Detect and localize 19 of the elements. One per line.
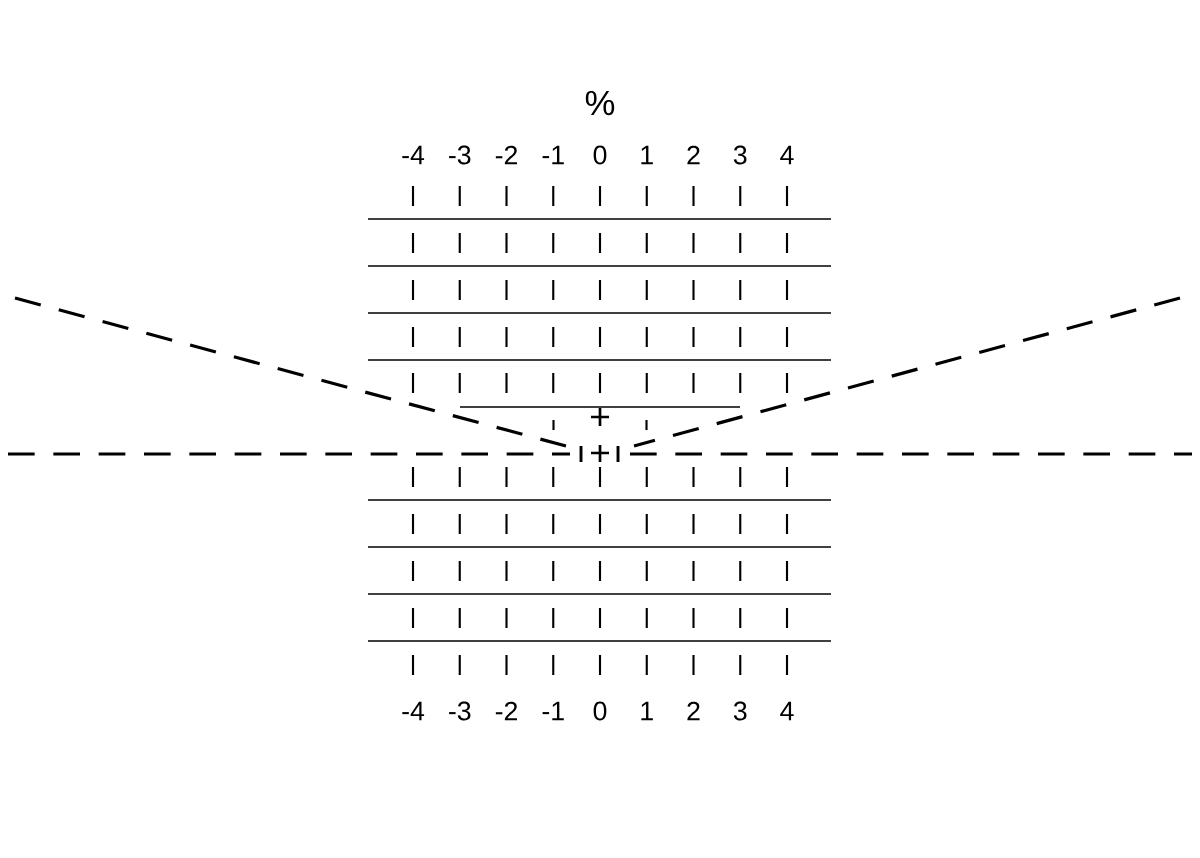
scale-number: -4: [402, 145, 425, 165]
scale-number: 1: [641, 701, 653, 721]
scale-number: 2: [687, 145, 700, 165]
percent-label: %: [585, 90, 615, 116]
scale-number: -1: [542, 145, 564, 165]
scale-number: -3: [449, 145, 471, 165]
scale-number: 0: [593, 701, 607, 721]
scale-number: -4: [402, 701, 425, 721]
scale-number: 4: [780, 701, 794, 721]
scale-number: 2: [687, 701, 700, 721]
scale-number: -2: [495, 145, 517, 165]
scale-number: 4: [780, 145, 794, 165]
scale-number: 3: [733, 145, 747, 165]
scale-number: 1: [641, 145, 653, 165]
scale-number: -2: [495, 701, 517, 721]
scale-number: 3: [733, 701, 747, 721]
scale-number: -1: [542, 701, 564, 721]
scale-number: -3: [449, 701, 471, 721]
scale-number: 0: [593, 145, 607, 165]
